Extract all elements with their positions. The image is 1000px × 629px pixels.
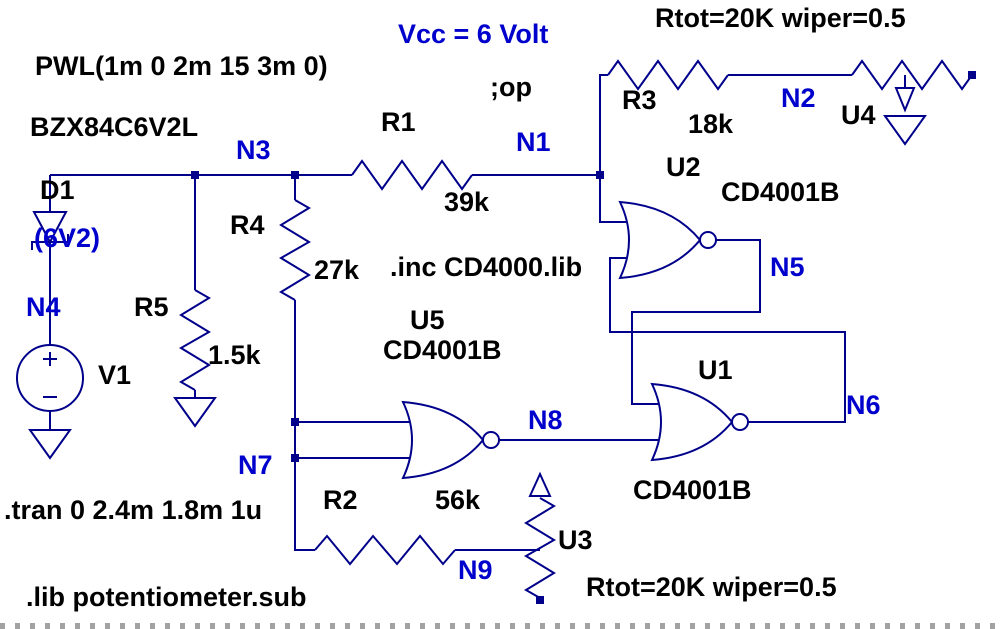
potentiometer-U4-symbol[interactable] xyxy=(851,59,976,113)
wire xyxy=(609,257,846,423)
directive-inc[interactable]: .inc CD4000.lib xyxy=(390,252,583,282)
ground-symbol-r5[interactable] xyxy=(173,397,217,428)
label-r3-ref[interactable]: R3 xyxy=(622,85,657,115)
inverter-bubble-icon xyxy=(699,231,717,249)
ground-icon xyxy=(173,397,217,428)
junction-dot xyxy=(191,171,199,179)
directive-vcc[interactable]: Vcc = 6 Volt xyxy=(398,19,549,49)
nor-gate-U1-symbol[interactable] xyxy=(650,382,749,462)
clipped-text-row xyxy=(0,623,1000,629)
label-d1-value[interactable]: (6V2) xyxy=(34,223,101,253)
wire xyxy=(599,175,637,223)
ground-icon xyxy=(28,429,72,460)
directive-pwl[interactable]: PWL(1m 0 2m 15 3m 0) xyxy=(35,51,328,81)
net-label-n5[interactable]: N5 xyxy=(770,252,805,282)
nor-gate-U5-symbol[interactable] xyxy=(401,400,500,480)
net-label-n4[interactable]: N4 xyxy=(26,292,61,322)
label-v1-ref[interactable]: V1 xyxy=(98,360,132,390)
junction-dot xyxy=(596,171,604,179)
label-u3-ref[interactable]: U3 xyxy=(558,525,593,555)
label-r2-ref[interactable]: R2 xyxy=(323,485,358,515)
wire xyxy=(599,74,608,175)
resistor-R1-symbol[interactable] xyxy=(351,159,473,191)
label-r5-value[interactable]: 1.5k xyxy=(208,340,261,370)
label-r1-ref[interactable]: R1 xyxy=(381,107,416,137)
junction-dots xyxy=(191,171,604,462)
net-label-n8[interactable]: N8 xyxy=(528,405,563,435)
terminal-square xyxy=(536,596,544,604)
junction-dot xyxy=(291,171,299,179)
wire xyxy=(294,300,315,551)
label-u1-value[interactable]: CD4001B xyxy=(633,475,752,505)
label-d1-ref[interactable]: D1 xyxy=(40,175,75,205)
directive-rtot-top[interactable]: Rtot=20K wiper=0.5 xyxy=(655,3,906,33)
label-u2-value[interactable]: CD4001B xyxy=(721,177,840,207)
wire xyxy=(631,239,761,405)
nor-gate-U2-symbol[interactable] xyxy=(618,200,717,280)
label-u4-ref[interactable]: U4 xyxy=(841,100,876,130)
junction-dot xyxy=(291,418,299,426)
label-zener-model[interactable]: BZX84C6V2L xyxy=(30,112,199,142)
label-u2-ref[interactable]: U2 xyxy=(666,152,701,182)
voltage-source-V1-symbol[interactable] xyxy=(16,344,84,412)
label-u1-ref[interactable]: U1 xyxy=(698,355,733,385)
resistor-R2-symbol[interactable] xyxy=(314,534,456,566)
ground-symbol-v1[interactable] xyxy=(28,429,72,460)
junction-dot xyxy=(291,454,299,462)
label-r4-ref[interactable]: R4 xyxy=(230,210,265,240)
directive-op[interactable]: ;op xyxy=(490,72,532,102)
directive-lib[interactable]: .lib potentiometer.sub xyxy=(26,582,307,612)
label-u5-value[interactable]: CD4001B xyxy=(383,335,502,365)
net-label-n3[interactable]: N3 xyxy=(236,135,271,165)
directive-rtot-bottom[interactable]: Rtot=20K wiper=0.5 xyxy=(586,572,837,602)
net-label-n2[interactable]: N2 xyxy=(781,83,816,113)
wiper-arrow-icon xyxy=(528,471,552,497)
label-r3-value[interactable]: 18k xyxy=(688,109,734,139)
label-r2-value[interactable]: 56k xyxy=(435,485,481,515)
wiper-arrow-icon xyxy=(894,87,916,113)
label-u5-ref[interactable]: U5 xyxy=(410,305,445,335)
label-r4-value[interactable]: 27k xyxy=(314,255,360,285)
resistor-R4-symbol[interactable] xyxy=(279,199,311,301)
resistor-R3-symbol[interactable] xyxy=(607,59,729,91)
wires[interactable] xyxy=(49,74,852,551)
label-r1-value[interactable]: 39k xyxy=(444,187,490,217)
potentiometer-U3-symbol[interactable] xyxy=(524,471,556,604)
inverter-bubble-icon xyxy=(482,431,500,449)
net-label-n6[interactable]: N6 xyxy=(846,390,881,420)
net-label-n7[interactable]: N7 xyxy=(238,450,273,480)
terminal-square xyxy=(968,71,976,79)
net-label-n1[interactable]: N1 xyxy=(516,127,551,157)
ground-icon xyxy=(883,115,927,146)
net-label-n9[interactable]: N9 xyxy=(458,555,493,585)
label-r5-ref[interactable]: R5 xyxy=(134,292,169,322)
directive-tran[interactable]: .tran 0 2.4m 1.8m 1u xyxy=(4,495,263,525)
inverter-bubble-icon xyxy=(731,413,749,431)
zener-diode-D1-symbol[interactable] xyxy=(31,211,69,250)
ground-symbol-u4[interactable] xyxy=(883,115,927,146)
resistor-R5-symbol[interactable] xyxy=(179,289,211,391)
